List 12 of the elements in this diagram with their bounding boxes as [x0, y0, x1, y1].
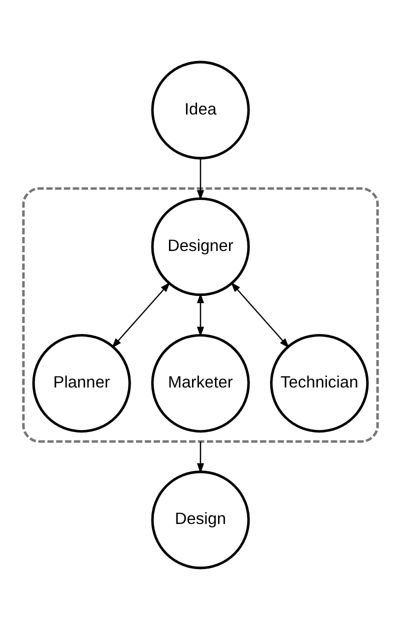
- node-circle: Marketer: [151, 333, 250, 432]
- arrow: [196, 440, 204, 473]
- node-circle: Design: [151, 470, 250, 569]
- arrow: [196, 292, 204, 336]
- node-circle: Designer: [151, 196, 250, 296]
- arrow: [230, 282, 290, 348]
- node-circle: Idea: [151, 60, 250, 159]
- node-circle: Technician: [270, 333, 369, 432]
- node-circle: Planner: [32, 333, 131, 432]
- arrow: [112, 282, 170, 348]
- arrow: [196, 158, 204, 200]
- cluster: [22, 186, 379, 442]
